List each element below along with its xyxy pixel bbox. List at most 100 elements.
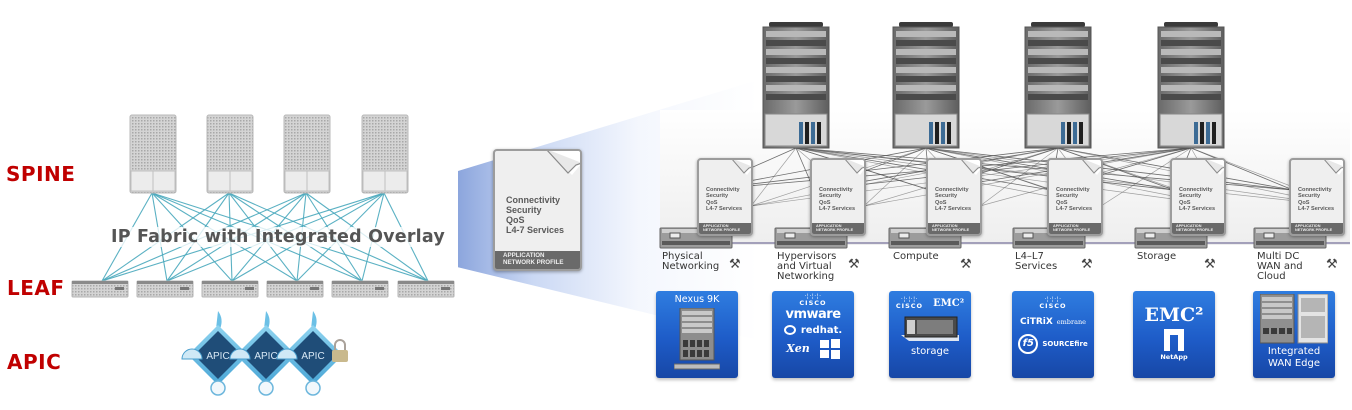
leaf-switches	[71, 280, 455, 298]
leaf-display	[669, 232, 681, 239]
power-supply	[1079, 122, 1083, 144]
profile-line: QoS	[1056, 199, 1068, 206]
line-card	[766, 76, 826, 82]
apic-figure-icon	[216, 311, 222, 329]
xen-windows-row: Xen	[772, 338, 854, 359]
spine-switch	[206, 114, 254, 194]
category-label-line: L4–L7	[1015, 251, 1044, 262]
tools-icon[interactable]: ⚒	[1326, 256, 1338, 271]
leaf-switch	[71, 280, 129, 298]
page-curl-icon	[1082, 160, 1101, 175]
profile-line: Security	[819, 193, 842, 200]
tile-l4-l7: ·¦·¦·¦· CISCO CiTRiX embrane f5 SOURCEfi…	[1012, 291, 1094, 378]
category-label-line: Cloud	[1257, 271, 1286, 282]
storage-array-image	[901, 316, 959, 342]
clock-icon	[258, 380, 274, 396]
line-card	[1161, 58, 1221, 64]
profile-line: L4-7 Services	[506, 225, 565, 236]
leaf-ports	[777, 241, 845, 245]
line-card	[1161, 31, 1221, 37]
power-supply	[817, 122, 821, 144]
category-label: Storage	[1137, 252, 1176, 262]
power-supply	[811, 122, 815, 144]
profile-line: QoS	[935, 199, 947, 206]
tools-icon[interactable]: ⚒	[848, 256, 860, 271]
cisco-logo-bars: ·¦·¦·¦·	[804, 293, 822, 300]
category-label-line: Compute	[893, 251, 939, 262]
profile-line: Security	[706, 193, 729, 200]
power-supply	[929, 122, 933, 144]
apic-layer-label: APIC	[7, 350, 62, 374]
line-card	[896, 94, 956, 100]
chassis-top	[899, 22, 953, 27]
tools-icon[interactable]: ⚒	[960, 256, 972, 271]
line-card	[1161, 85, 1221, 91]
gauge-icon	[181, 348, 203, 360]
power-supply	[1073, 122, 1077, 144]
apic-diamond	[242, 331, 290, 379]
line-card	[896, 58, 956, 64]
leaf-display	[784, 232, 796, 239]
fan-tray	[894, 113, 958, 147]
clock-icon	[210, 380, 226, 396]
leaf-top	[332, 281, 388, 284]
category-label-line: Multi DC	[1257, 251, 1300, 262]
apic-node: APIC	[276, 311, 343, 396]
page-curl-icon	[732, 160, 751, 175]
profile-line: QoS	[706, 199, 718, 206]
fabric-link	[925, 147, 1344, 207]
profile-line: QoS	[506, 215, 525, 226]
line-card	[1161, 94, 1221, 100]
overlay-caption: IP Fabric with Integrated Overlay	[108, 227, 448, 247]
line-card	[1028, 49, 1088, 55]
spine-switch	[361, 114, 409, 194]
leaf-layer-label: LEAF	[7, 276, 65, 300]
redhat-hat-icon	[783, 325, 796, 336]
profile-line: Security	[506, 205, 542, 216]
tools-icon[interactable]: ⚒	[1204, 256, 1216, 271]
tile-nexus-9k: Nexus 9K	[656, 291, 738, 378]
power-supply	[1200, 122, 1204, 144]
fabric-link	[750, 147, 797, 207]
profile-line: Security	[935, 193, 958, 200]
profile-line: QoS	[819, 199, 831, 206]
apic-node: APIC	[181, 311, 248, 396]
power-supply	[935, 122, 939, 144]
fabric-link	[863, 147, 1192, 207]
tile-title: Nexus 9K	[674, 294, 720, 305]
profile-footer-line: NETWORK PROFILE	[816, 227, 854, 232]
power-supply	[941, 122, 945, 144]
profile-line: Security	[1056, 193, 1079, 200]
page-curl-icon	[845, 160, 864, 175]
spine-layer-label: SPINE	[6, 162, 76, 186]
line-card	[766, 40, 826, 46]
tile-compute: ·¦·¦·¦· CISCO EMC² storage	[889, 291, 971, 378]
emc-logo: EMC²	[1144, 304, 1204, 326]
leaf-switch	[136, 280, 194, 298]
profile-line: Connectivity	[819, 187, 853, 193]
compute-logo-row: ·¦·¦·¦· CISCO EMC²	[889, 297, 971, 310]
profile-footer-line: NETWORK PROFILE	[1295, 227, 1333, 232]
fan-tray	[1159, 113, 1223, 147]
lock-body	[332, 350, 348, 362]
category-label-line: Services	[1015, 261, 1058, 272]
tools-icon[interactable]: ⚒	[729, 256, 741, 271]
redhat-wordmark: redhat.	[800, 324, 843, 336]
leaf-ports	[375, 287, 384, 290]
vmware-logo: vmware	[785, 307, 841, 323]
profile-line: Security	[1298, 193, 1321, 200]
line-card	[1028, 58, 1088, 64]
tools-icon[interactable]: ⚒	[1081, 256, 1093, 271]
line-card	[896, 49, 956, 55]
apic-diamond	[194, 331, 242, 379]
profile-line: L4-7 Services	[935, 205, 972, 212]
page-curl-icon	[961, 160, 980, 175]
fabric-link	[925, 147, 1294, 191]
sourcefire-logo: SOURCEfire	[1042, 339, 1088, 348]
